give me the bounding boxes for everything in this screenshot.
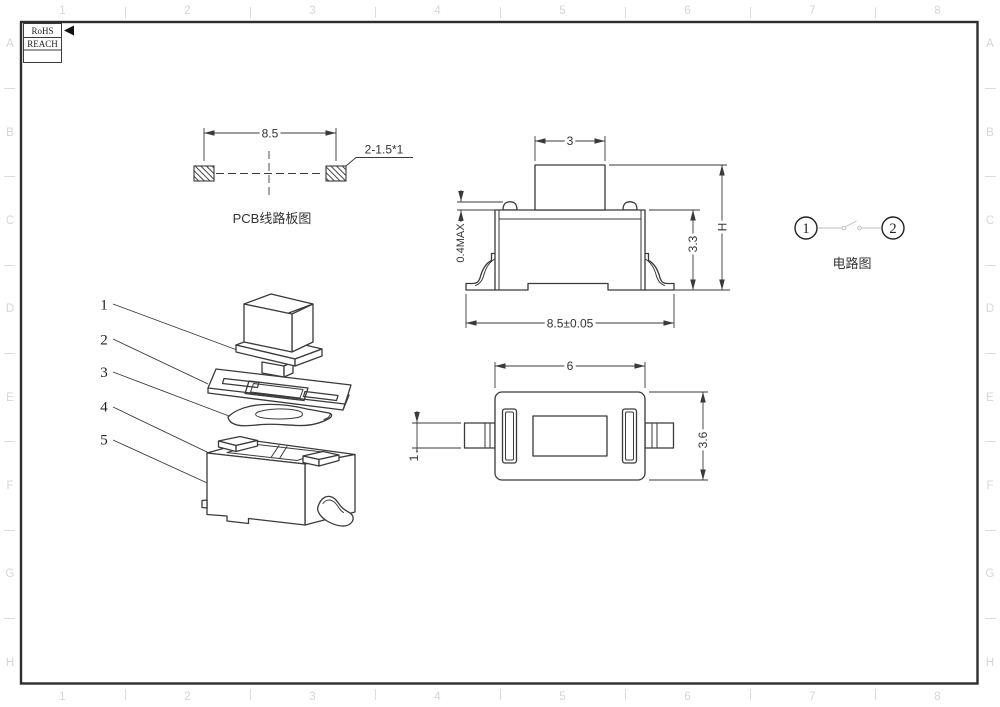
- pcb-pad-right: [325, 165, 347, 182]
- grid-col-label: 3: [250, 0, 376, 21]
- dim-terminal-width: 1: [407, 454, 421, 461]
- part-metal-dome: [227, 403, 333, 427]
- dim-top-width: 6: [567, 359, 574, 373]
- grid-row-label: C: [0, 177, 20, 267]
- circuit-diagram-view: 1 2 电路图: [794, 216, 905, 271]
- gullwing-lead-left: [465, 252, 497, 291]
- part-cover-plate: [207, 368, 352, 411]
- dim-total-width: 8.5±0.05: [547, 317, 594, 331]
- grid-col-label: 4: [375, 0, 501, 21]
- grid-col-label: 3: [250, 686, 376, 707]
- top-view: 6 3.6 1: [404, 356, 713, 481]
- slot-right: [621, 408, 638, 464]
- ruler-right: A B C D E F G H: [980, 0, 1000, 707]
- slot-left: [501, 408, 518, 464]
- triangle-marker-icon: [64, 25, 74, 36]
- grid-row-label: F: [980, 442, 1000, 532]
- grid-col-label: 4: [375, 686, 501, 707]
- grid-row-label: E: [980, 354, 1000, 443]
- pcb-pad-left: [193, 165, 215, 182]
- grid-col-label: 6: [625, 686, 751, 707]
- ruler-left: A B C D E F G H: [0, 0, 20, 707]
- callout-1: 1: [100, 298, 108, 314]
- grid-row-label: C: [980, 177, 1000, 267]
- grid-row-label: F: [0, 442, 20, 532]
- reach-label: REACH: [27, 39, 58, 49]
- pad-size-note: 2-1.5*1: [365, 143, 404, 157]
- pcb-layout-view: 8.5 2-1.5*1 PCB线路板图: [193, 124, 413, 226]
- push-stem: [534, 164, 606, 211]
- rohs-label: RoHS: [31, 26, 53, 36]
- grid-col-label: 7: [750, 686, 876, 707]
- grid-col-label: 6: [625, 0, 751, 21]
- grid-col-label: 5: [500, 0, 626, 21]
- grid-col-label: 7: [750, 0, 876, 21]
- grid-col-label: 5: [500, 686, 626, 707]
- grid-row-label: B: [980, 88, 1000, 178]
- grid-col-label: 1: [0, 686, 126, 707]
- part-terminal-hook: [316, 495, 354, 527]
- callout-2: 2: [100, 333, 108, 349]
- grid-col-label: 8: [934, 4, 941, 17]
- grid-col-label: 1: [0, 0, 126, 21]
- callout-4: 4: [100, 400, 108, 416]
- grid-col-label: 8: [934, 690, 941, 703]
- grid-row-label: H: [985, 656, 995, 669]
- gullwing-lead-right: [643, 252, 675, 291]
- grid-row-label: A: [980, 0, 1000, 90]
- grid-row-label: G: [980, 530, 1000, 620]
- dim-bump-height: 0.4MAX: [455, 223, 467, 263]
- dim-total-height: H: [716, 223, 730, 232]
- center-opening: [532, 415, 608, 457]
- dim-pad-pitch: 8.5: [262, 127, 279, 141]
- dim-body-height: 3.3: [686, 235, 700, 252]
- ruler-top: 1 2 3 4 5 6 7 8: [0, 0, 1000, 21]
- callout-5: 5: [100, 433, 108, 449]
- dim-stem-width: 3: [567, 134, 574, 148]
- ruler-bottom: 1 2 3 4 5 6 7 8: [0, 686, 1000, 707]
- compliance-block: RoHS REACH: [23, 23, 74, 63]
- grid-row-label: E: [0, 354, 20, 443]
- front-view: 3 0.4MAX 3.3 H 8.5±0.05: [452, 131, 733, 334]
- grid-col-label: 2: [125, 686, 251, 707]
- grid-row-label: A: [0, 0, 20, 90]
- grid-row-label: H: [5, 656, 15, 669]
- terminal-right: [644, 422, 675, 449]
- terminal-1-number: 1: [802, 221, 809, 237]
- dim-top-depth: 3.6: [696, 431, 710, 448]
- border-frame: [19, 20, 979, 685]
- part-base-housing: [201, 435, 356, 527]
- grid-row-label: D: [0, 265, 20, 355]
- callout-3: 3: [100, 365, 108, 381]
- circuit-view-title: 电路图: [832, 256, 871, 271]
- grid-row-label: B: [0, 88, 20, 178]
- terminal-2-number: 2: [889, 221, 896, 237]
- grid-row-label: G: [0, 530, 20, 620]
- cover-bump-right: [622, 201, 638, 211]
- grid-col-label: 2: [125, 0, 251, 21]
- pcb-view-title: PCB线路板图: [233, 211, 312, 226]
- switch-body: [494, 209, 646, 291]
- grid-row-label: D: [980, 265, 1000, 355]
- switch-symbol: [817, 220, 882, 231]
- callout-leaders: [112, 303, 323, 508]
- body-outline: [494, 391, 646, 481]
- cover-bump-left: [502, 201, 518, 211]
- terminal-1-circle: [794, 216, 818, 240]
- exploded-view: 1 2 3 4 5: [100, 293, 356, 527]
- part-button: [235, 293, 323, 378]
- terminal-2-circle: [881, 216, 905, 240]
